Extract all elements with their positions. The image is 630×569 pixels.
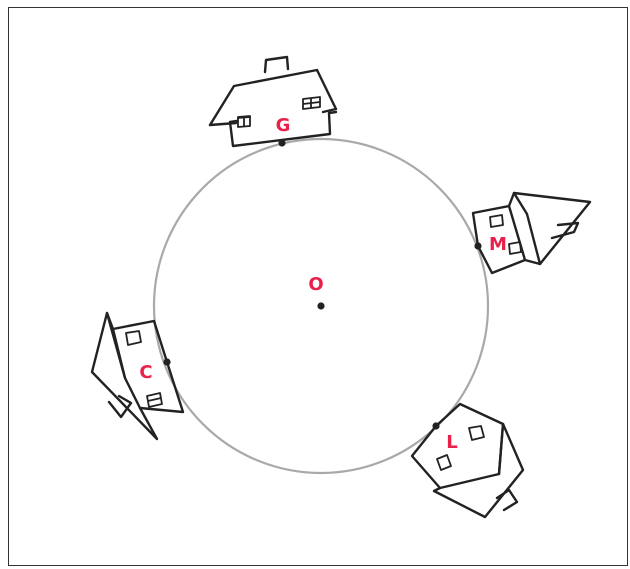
house-l-label: L xyxy=(446,432,457,453)
house-m xyxy=(473,193,590,273)
house-g-label: G xyxy=(276,115,291,136)
house-l xyxy=(412,404,523,517)
house-m-label: M xyxy=(489,234,507,255)
point-l xyxy=(432,422,439,429)
house-g xyxy=(210,57,336,146)
house-c-label: C xyxy=(139,362,152,383)
center-label: O xyxy=(308,274,323,295)
point-g xyxy=(278,139,285,146)
point-m xyxy=(474,242,481,249)
point-c xyxy=(163,358,170,365)
center-point xyxy=(317,302,324,309)
